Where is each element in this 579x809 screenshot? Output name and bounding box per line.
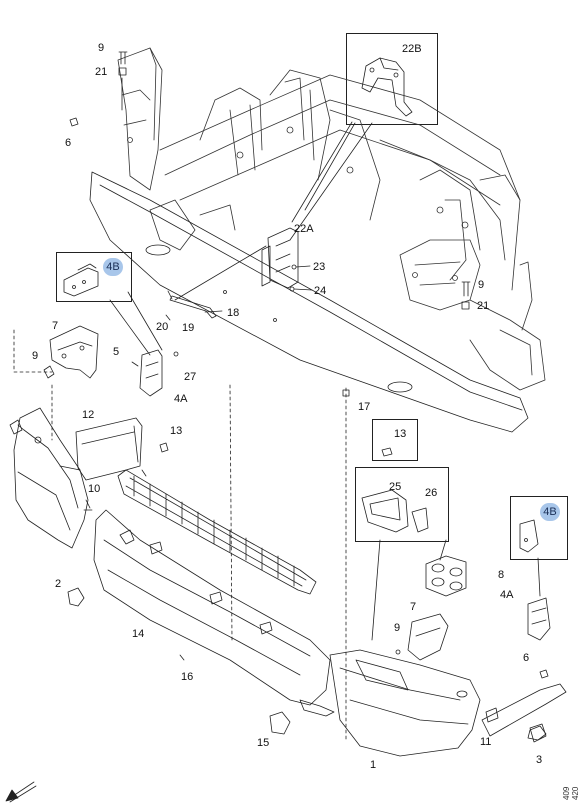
callout-14: 14 — [132, 628, 145, 640]
dashed-guide-left — [13, 329, 53, 373]
callout-17: 17 — [358, 401, 371, 413]
callout-11: 11 — [480, 736, 492, 748]
bolts-9-21-left — [118, 51, 128, 111]
callout-13-left: 13 — [170, 425, 183, 437]
cap-3 — [529, 723, 547, 743]
leader-4b-left — [109, 299, 151, 356]
bolt-16 — [179, 654, 185, 661]
badge-4b-left: 4B — [103, 258, 123, 276]
callout-5: 5 — [113, 346, 120, 358]
inset-25-26-frame — [355, 467, 449, 542]
nut-6-right — [539, 669, 549, 679]
callout-20: 20 — [156, 321, 169, 333]
chassis-frame — [117, 47, 546, 391]
callout-9-right-lower: 9 — [394, 622, 401, 634]
left-corner-cover — [9, 407, 89, 549]
bolt-10 — [83, 499, 93, 511]
callout-13-inset: 13 — [394, 428, 407, 440]
bracket-4a-right — [527, 557, 551, 641]
callout-2: 2 — [55, 578, 62, 590]
rod-19 — [165, 290, 223, 321]
bracket-7-right — [395, 613, 449, 661]
lower-bumper-14 — [93, 509, 335, 717]
callout-24: 24 — [314, 285, 327, 297]
nut-6-left — [69, 117, 79, 127]
bracket-4a-left — [131, 349, 179, 397]
support-bracket-12 — [75, 417, 169, 481]
upper-bumper-beam — [89, 171, 529, 433]
bolts-9-21-right — [461, 281, 471, 310]
callout-10: 10 — [88, 483, 101, 495]
cap-2 — [67, 587, 85, 607]
callout-22b: 22B — [402, 43, 422, 55]
callout-12: 12 — [82, 409, 95, 421]
dashed-guide-center — [229, 384, 233, 641]
callout-9-right: 9 — [478, 279, 485, 291]
grille-mesh — [117, 469, 317, 595]
callout-3: 3 — [536, 754, 543, 766]
callout-8: 8 — [498, 569, 505, 581]
callout-26: 26 — [425, 487, 438, 499]
leader-22a — [174, 245, 267, 301]
right-corner-1 — [329, 649, 481, 757]
callout-6-right: 6 — [523, 652, 530, 664]
callout-7-left: 7 — [52, 320, 59, 332]
callout-15: 15 — [257, 737, 270, 749]
badge-4b-right: 4B — [540, 503, 560, 521]
callout-27: 27 — [184, 371, 197, 383]
callout-21-right: 21 — [477, 300, 490, 312]
cap-15 — [269, 711, 291, 735]
direction-arrow-icon — [5, 781, 37, 803]
bushings-8 — [425, 555, 467, 597]
inset-13-frame — [372, 419, 418, 461]
callout-6-top-left: 6 — [65, 137, 72, 149]
callout-9-top-left: 9 — [98, 42, 105, 54]
callout-4a-right: 4A — [500, 589, 514, 601]
callout-1: 1 — [370, 759, 377, 771]
bracket-7-left — [43, 325, 99, 379]
bracket-4b-left — [63, 263, 99, 297]
callout-21-top-left: 21 — [95, 66, 108, 78]
bracket-22b — [361, 57, 413, 117]
callout-22a: 22A — [294, 223, 314, 235]
callout-16: 16 — [181, 671, 194, 683]
callout-23: 23 — [313, 261, 326, 273]
inset-22b-frame — [346, 33, 438, 125]
callout-7-right: 7 — [410, 601, 417, 613]
leader-22b — [289, 122, 373, 241]
drawing-number: 409 420 — [562, 786, 579, 800]
callout-18: 18 — [227, 307, 240, 319]
extension-11 — [481, 683, 567, 741]
lamp-25-26 — [361, 489, 429, 533]
bracket-4b-right — [519, 519, 539, 553]
bracket-22a — [261, 227, 313, 292]
leader-inset-25 — [371, 539, 381, 641]
callout-4a-left: 4A — [174, 393, 188, 405]
callout-9-left: 9 — [32, 350, 39, 362]
leader-22b-b — [291, 121, 356, 223]
callout-19: 19 — [182, 322, 195, 334]
fastener-13-inset — [381, 447, 393, 457]
callout-25: 25 — [389, 481, 402, 493]
